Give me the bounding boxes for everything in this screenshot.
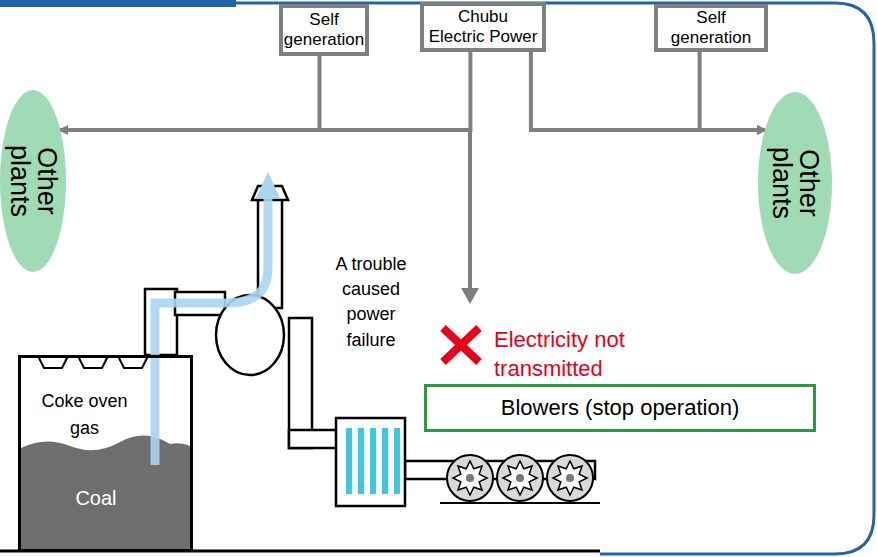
gas-flow-arrow [155, 196, 268, 465]
gas-flow-arrowhead [256, 172, 280, 198]
plant-label: Other plants [6, 125, 60, 237]
power-line [60, 56, 319, 130]
coal-pile [21, 435, 190, 549]
oven-gas-text: Coke oven gas [27, 388, 142, 442]
blowers-box: Blowers (stop operation) [424, 384, 816, 432]
box-label: Blowers (stop operation) [501, 395, 739, 421]
box-label: Self generation [662, 8, 760, 49]
plant-ellipse: Other plants [758, 92, 832, 274]
box-label: Chubu Electric Power [428, 7, 538, 48]
power-line [60, 52, 470, 130]
self-generation-box: Self generation [654, 4, 768, 52]
power-line [531, 52, 765, 130]
power-line [700, 52, 765, 130]
failure-cross [443, 328, 479, 362]
panel-tab [0, 0, 236, 7]
panel-frame [0, 3, 874, 554]
gas-cooler [336, 418, 405, 506]
coal-text: Coal [41, 483, 151, 513]
plant-label: Other plants [768, 127, 822, 239]
coke-oven: Coke oven gasCoal [18, 355, 193, 552]
blower-fans [440, 455, 600, 503]
box-label: Self generation [284, 10, 364, 51]
self-generation-box: Self generation [279, 4, 369, 56]
power-feed-line [468, 130, 472, 290]
plant-ellipse: Other plants [0, 90, 66, 272]
warning-text: Electricity not transmitted [494, 326, 716, 383]
power-feed-arrowhead [461, 288, 479, 304]
power-company-box: Chubu Electric Power [420, 2, 546, 52]
note-text: A trouble caused power failure [325, 252, 417, 353]
